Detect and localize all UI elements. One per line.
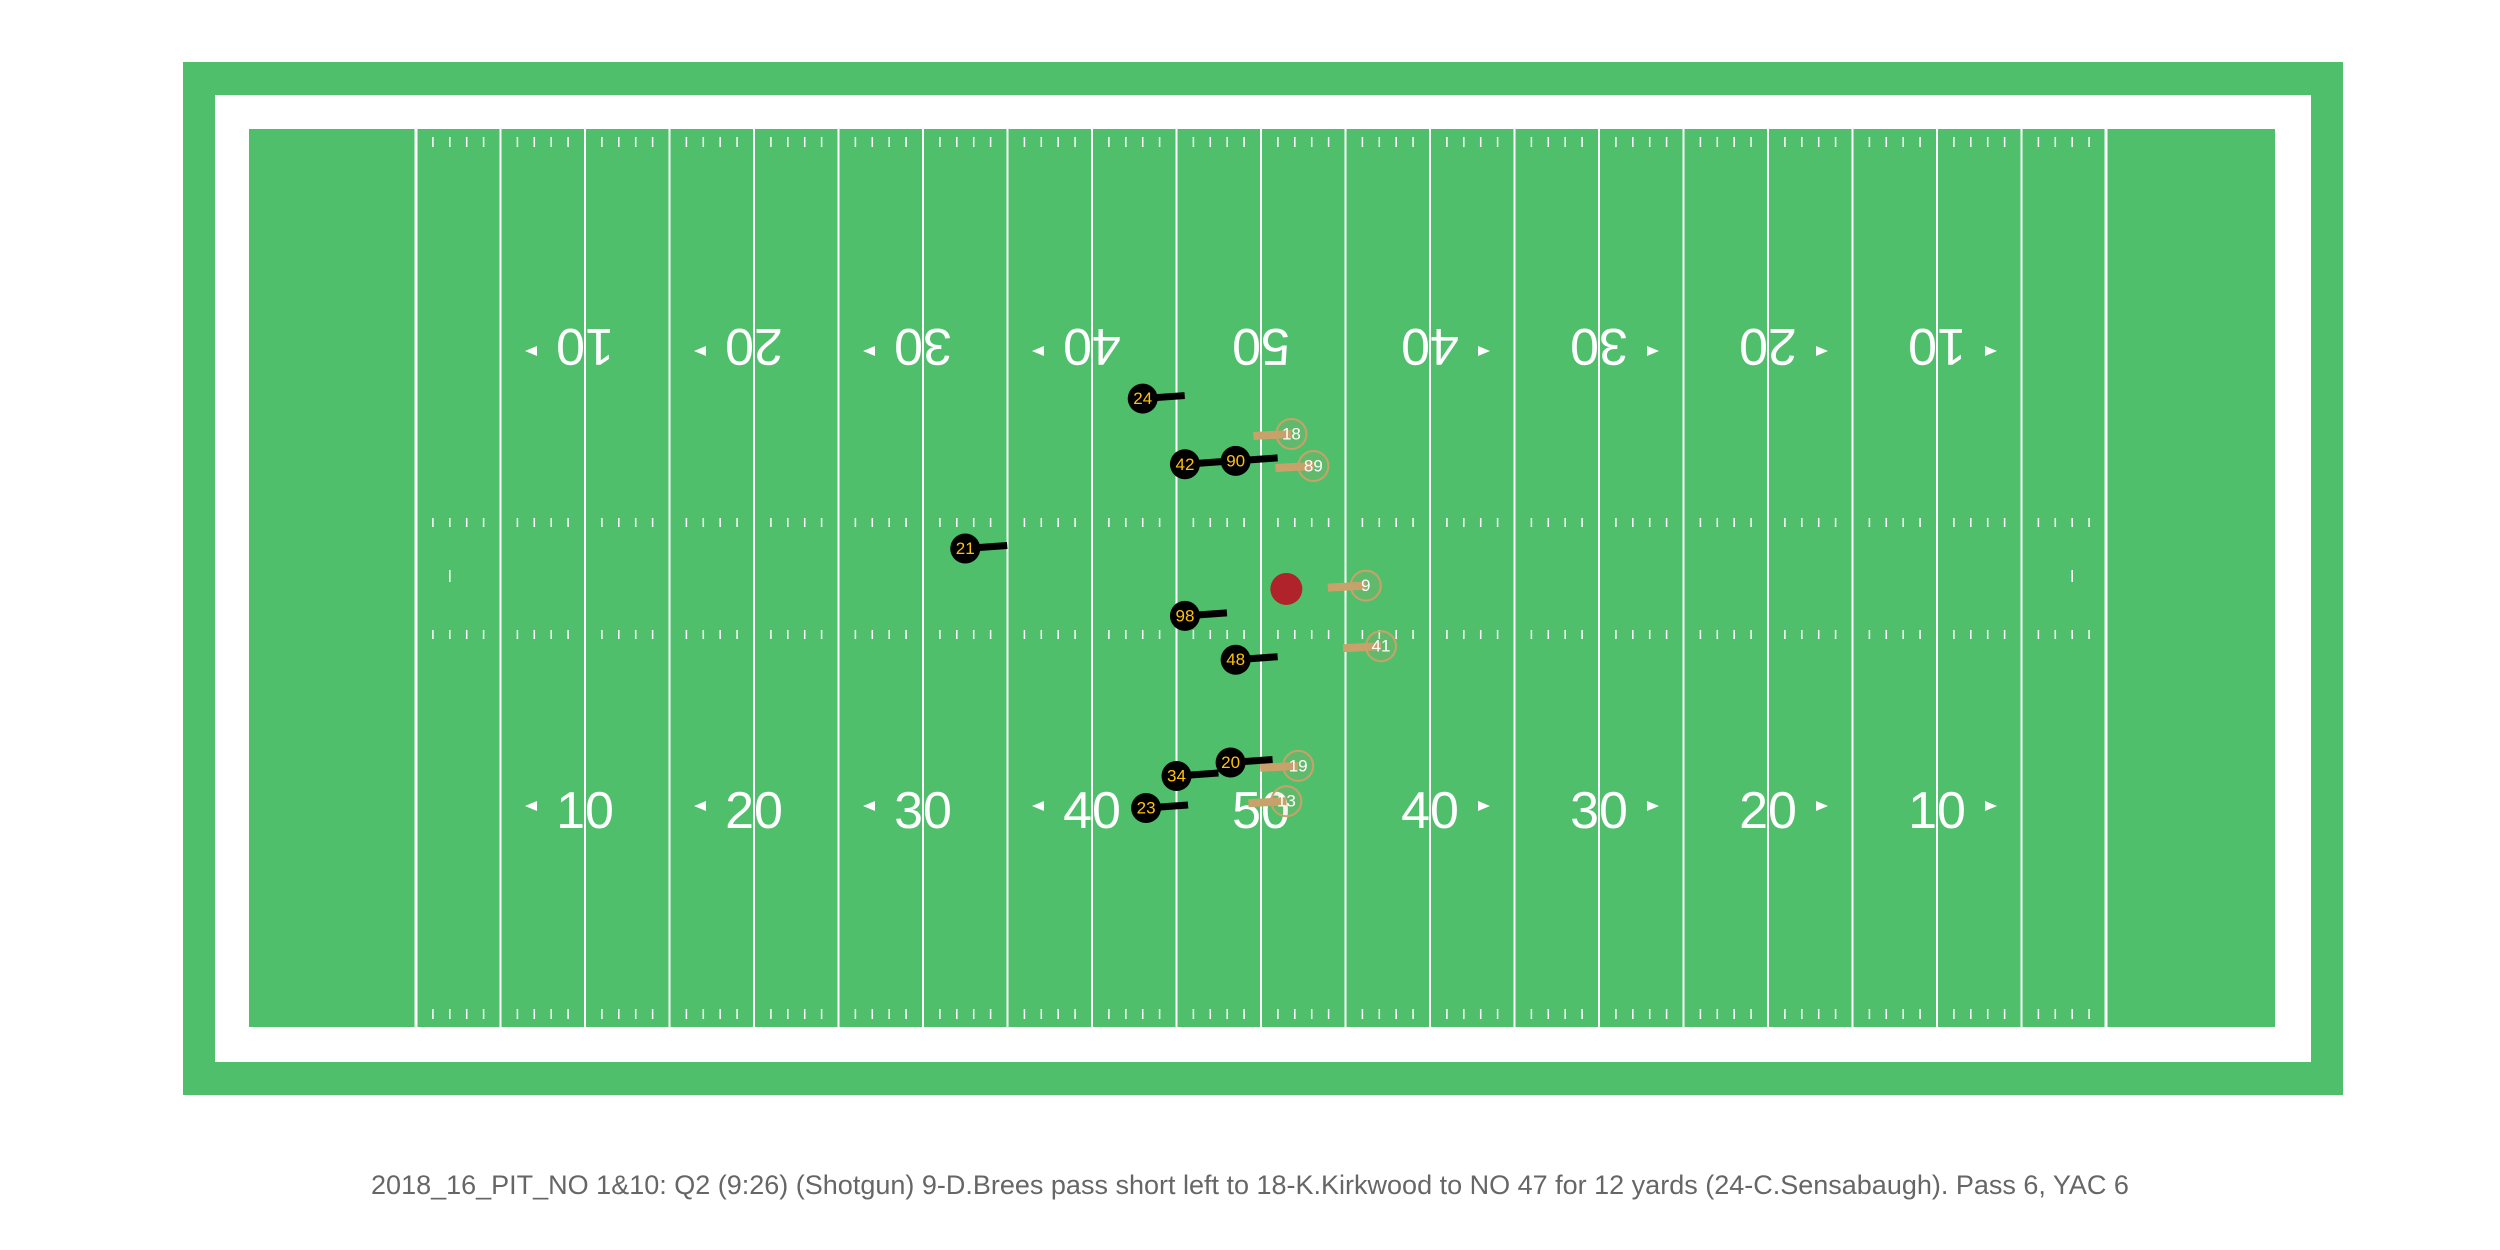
yard-number-top: 50: [1232, 317, 1290, 375]
direction-arrow: [1478, 346, 1490, 356]
yard-number-bottom: 40: [1401, 782, 1459, 840]
yard-number-top: 10: [1908, 317, 1966, 375]
offense-trail: [1248, 797, 1287, 808]
direction-arrow: [525, 801, 537, 811]
defense-player-number: 24: [1133, 389, 1152, 408]
direction-arrow: [1816, 801, 1828, 811]
defense-player-marker: [1127, 383, 1158, 414]
yard-number-top: 10: [556, 317, 614, 375]
offense-trail: [1275, 461, 1314, 472]
football-marker: [1270, 572, 1303, 605]
defense-player-marker: [950, 533, 981, 564]
yard-number-top: 40: [1401, 317, 1459, 375]
direction-arrow: [525, 346, 537, 356]
defense-player-number: 42: [1175, 455, 1194, 474]
direction-arrow: [1985, 346, 1997, 356]
defense-player-marker: [1169, 449, 1200, 480]
defense-player-marker: [1161, 760, 1192, 791]
offense-player-marker: [1364, 630, 1397, 663]
offense-player-marker: [1270, 785, 1303, 818]
offense-player-marker: [1297, 449, 1330, 482]
defense-player-number: 48: [1226, 650, 1245, 669]
yard-number-top: 40: [1063, 317, 1121, 375]
direction-arrow: [1478, 801, 1490, 811]
offense-player-marker: [1282, 749, 1315, 782]
defense-player-number: 20: [1221, 753, 1240, 772]
defense-player-marker: [1220, 644, 1251, 675]
direction-arrow: [863, 801, 875, 811]
offense-player-marker: [1349, 569, 1382, 602]
direction-arrow: [1816, 346, 1828, 356]
yard-number-bottom: 40: [1063, 782, 1121, 840]
offense-player-number: 89: [1304, 456, 1323, 475]
yard-number-bottom: 20: [725, 782, 783, 840]
direction-arrow: [694, 346, 706, 356]
defense-player-marker: [1220, 445, 1251, 476]
play-description: 2018_16_PIT_NO 1&10: Q2 (9:26) (Shotgun)…: [371, 1170, 2129, 1200]
direction-arrow: [1985, 801, 1997, 811]
field-lines: [414, 129, 2108, 1027]
direction-arrow: [1647, 346, 1659, 356]
direction-arrow: [1647, 801, 1659, 811]
defense-player-number: 34: [1167, 766, 1186, 785]
offense-player-number: 19: [1289, 756, 1308, 775]
defense-player-number: 90: [1226, 451, 1245, 470]
offense-trail: [1253, 429, 1292, 440]
direction-arrow: [1032, 801, 1044, 811]
defense-player-number: 21: [956, 539, 975, 558]
yard-number-bottom: 30: [894, 782, 952, 840]
direction-arrow: [1032, 346, 1044, 356]
defense-player-number: 98: [1175, 606, 1194, 625]
yard-number-bottom: 30: [1570, 782, 1628, 840]
yard-number-top: 20: [1739, 317, 1797, 375]
yard-number-top: 30: [894, 317, 952, 375]
offense-player-number: 41: [1372, 637, 1391, 656]
defense-player-marker: [1169, 600, 1200, 631]
direction-arrow: [863, 346, 875, 356]
yard-number-bottom: 10: [556, 782, 614, 840]
yard-number-bottom: 50: [1232, 782, 1290, 840]
defense-player-number: 23: [1137, 798, 1156, 817]
yard-number-bottom: 20: [1739, 782, 1797, 840]
offense-trail: [1259, 761, 1299, 772]
offense-trail: [1327, 581, 1366, 592]
offense-player-number: 9: [1361, 576, 1370, 595]
defense-player-marker: [1215, 747, 1246, 778]
yard-number-top: 30: [1570, 317, 1628, 375]
offense-trail: [1342, 642, 1382, 653]
offense-player-number: 13: [1277, 792, 1296, 811]
offense-player-marker: [1275, 417, 1308, 450]
direction-arrow: [694, 801, 706, 811]
offense-player-number: 18: [1282, 424, 1301, 443]
yard-number-bottom: 10: [1908, 782, 1966, 840]
yard-number-top: 20: [725, 317, 783, 375]
yard-numbers: 10 10 20 20 30 30 40 40 50 50 40 40 30 30 20 20 10 10: [525, 317, 1997, 840]
defense-player-marker: [1131, 792, 1162, 823]
